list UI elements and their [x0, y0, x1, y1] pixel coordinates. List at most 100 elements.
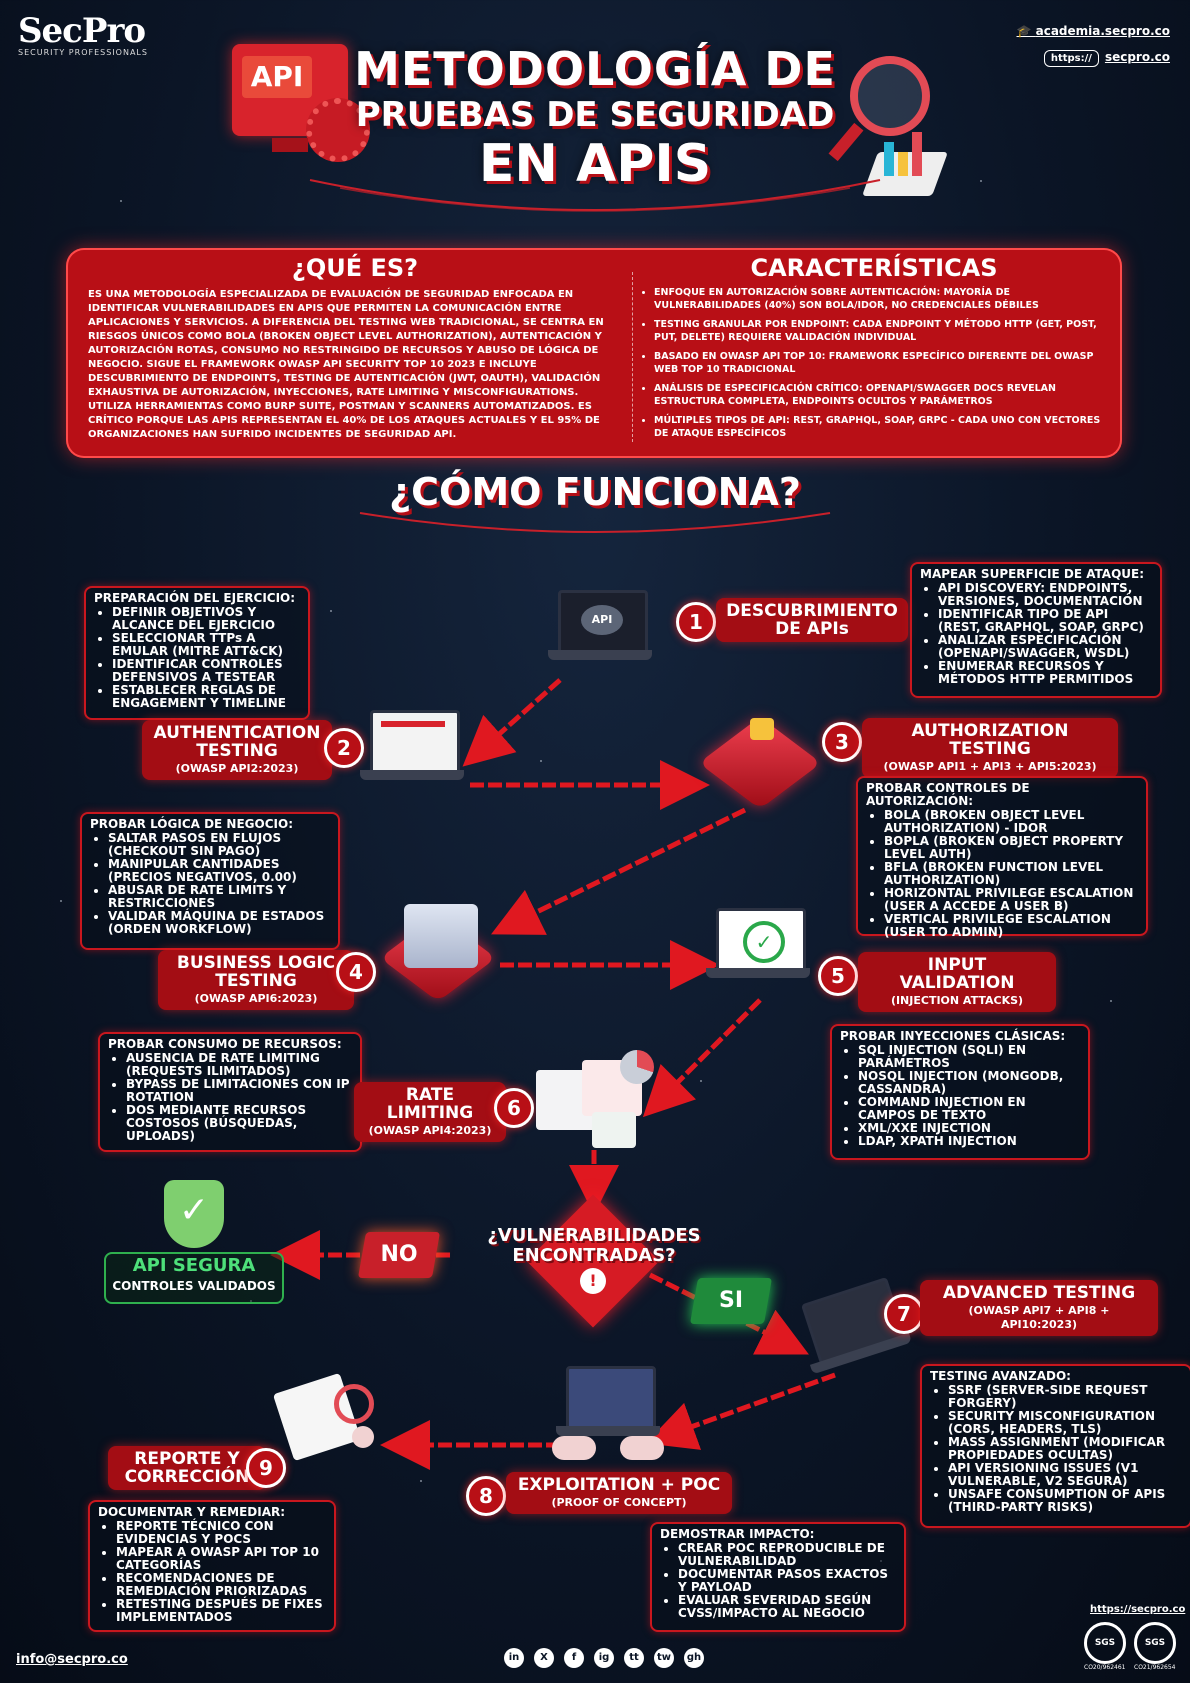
step-7-item: MASS ASSIGNMENT (MODIFICAR PROPIEDADES O…: [948, 1436, 1182, 1462]
facebook-icon[interactable]: f: [564, 1648, 584, 1668]
step-4-sub: (OWASP API6:2023): [194, 992, 318, 1005]
step-3-label: AUTHORIZATION TESTING (OWASP API1 + API3…: [862, 718, 1118, 778]
step-9-item: MAPEAR A OWASP API TOP 10 CATEGORÍAS: [116, 1546, 326, 1572]
title-line-2: PRUEBAS DE SEGURIDAD: [355, 95, 835, 135]
step-3-box: PROBAR CONTROLES DE AUTORIZACIÓN: BOLA (…: [856, 776, 1148, 939]
step-7-item: SECURITY MISCONFIGURATION (CORS, HEADERS…: [948, 1410, 1182, 1436]
step-6-item: BYPASS DE LIMITACIONES CON IP ROTATION: [126, 1078, 352, 1104]
step-6-box: PROBAR CONSUMO DE RECURSOS: AUSENCIA DE …: [98, 1032, 362, 1152]
title-line-1: METODOLOGÍA DE: [354, 42, 836, 96]
title-line-3: EN APIS: [478, 134, 712, 194]
step-number-7: 7: [884, 1294, 924, 1334]
api-secure-box: API SEGURA CONTROLES VALIDADOS: [104, 1252, 284, 1304]
academia-link[interactable]: 🎓 academia.secpro.co: [1016, 24, 1171, 38]
sgs-cert-badge-1: SGS CO20/962461: [1084, 1622, 1126, 1671]
gear-icon: [306, 98, 370, 162]
step-4-item: VALIDAR MÁQUINA DE ESTADOS (ORDEN WORKFL…: [108, 910, 330, 936]
step-8-item: CREAR POC REPRODUCIBLE DE VULNERABILIDAD: [678, 1542, 896, 1568]
que-es-title: ¿QUÉ ES?: [291, 254, 419, 282]
step-8-box-title: DEMOSTRAR IMPACTO:: [660, 1527, 815, 1541]
step-3-title: AUTHORIZATION TESTING: [911, 721, 1069, 759]
magnifier-icon: [334, 1384, 374, 1424]
step-3-item: BOPLA (BROKEN OBJECT PROPERTY LEVEL AUTH…: [884, 835, 1138, 861]
server-icon: [404, 904, 478, 968]
step-number-2: 2: [324, 728, 364, 768]
step-1-box: MAPEAR SUPERFICIE DE ATAQUE: API DISCOVE…: [910, 562, 1162, 698]
twitch-icon[interactable]: tw: [654, 1648, 674, 1668]
report-illustration: [272, 1370, 382, 1462]
tiktok-icon[interactable]: tt: [624, 1648, 644, 1668]
step-5-item: NOSQL INJECTION (MONGODB, CASSANDRA): [858, 1070, 1080, 1096]
social-icons: in X f ig tt tw gh: [504, 1648, 704, 1668]
caracteristica-item: Basado en OWASP API Top 10: framework es…: [654, 350, 1108, 376]
prep-title: PREPARACIÓN DEL EJERCICIO:: [94, 591, 296, 605]
api-monitor-illustration: API: [232, 44, 370, 162]
warning-icon: !: [580, 1268, 606, 1294]
url-box: https://: [1043, 50, 1099, 67]
step-8-label: EXPLOITATION + POC (PROOF OF CONCEPT): [506, 1472, 732, 1514]
step-4-box: PROBAR LÓGICA DE NEGOCIO: SALTAR PASOS E…: [80, 812, 340, 950]
magnifier-chart-illustration: [828, 56, 949, 196]
caracteristica-item: Análisis de especificación crítico: Open…: [654, 382, 1108, 408]
step-5-sub: (INJECTION ATTACKS): [890, 994, 1024, 1007]
magnifier-icon: [850, 56, 930, 136]
step-7-label: ADVANCED TESTING (OWASP API7 + API8 + AP…: [920, 1280, 1158, 1336]
step-6-title: RATE LIMITING: [386, 1085, 474, 1123]
step-3-item: HORIZONTAL PRIVILEGE ESCALATION (USER A …: [884, 887, 1138, 913]
caracteristicas-section: CARACTERÍSTICAS Enfoque en autorización …: [640, 254, 1108, 446]
si-badge: SI: [689, 1278, 773, 1324]
x-icon[interactable]: X: [534, 1648, 554, 1668]
step-3-box-title: PROBAR CONTROLES DE AUTORIZACIÓN:: [866, 781, 1030, 808]
step-4-item: MANIPULAR CANTIDADES (PRECIOS NEGATIVOS,…: [108, 858, 330, 884]
sgs-label: SGS: [1084, 1622, 1126, 1664]
email-link[interactable]: info@secpro.co: [16, 1652, 128, 1667]
step-8-sub: (PROOF OF CONCEPT): [551, 1496, 687, 1509]
step-1-item: ENUMERAR RECURSOS Y MÉTODOS HTTP PERMITI…: [938, 660, 1152, 686]
step-6-box-title: PROBAR CONSUMO DE RECURSOS:: [108, 1037, 342, 1051]
step-number-1: 1: [676, 602, 716, 642]
decision-question: ¿VULNERABILIDADES ENCONTRADAS?: [487, 1225, 701, 1266]
how-it-works-title: ¿CÓMO FUNCIONA?: [389, 470, 801, 514]
step-5-item: XML/XXE INJECTION: [858, 1122, 1080, 1135]
caracteristicas-title: CARACTERÍSTICAS: [750, 254, 998, 282]
step-7-item: API VERSIONING ISSUES (V1 VULNERABLE, V2…: [948, 1462, 1182, 1488]
page-title: METODOLOGÍA DE PRUEBAS DE SEGURIDAD EN A…: [0, 46, 1190, 190]
step-5-title: INPUT VALIDATION: [899, 955, 1015, 993]
step-5-item: COMMAND INJECTION EN CAMPOS DE TEXTO: [858, 1096, 1080, 1122]
que-es-section: ¿QUÉ ES? Es una metodología especializad…: [88, 254, 622, 442]
step-7-item: UNSAFE CONSUMPTION OF APIS (THIRD-PARTY …: [948, 1488, 1182, 1514]
no-badge: NO: [357, 1232, 441, 1278]
logo-text: SecPro: [18, 11, 146, 51]
linkedin-icon[interactable]: in: [504, 1648, 524, 1668]
intro-divider: [632, 272, 634, 442]
api-laptop-illustration: API: [548, 590, 652, 662]
step-7-sub: (OWASP API7 + API8 + API10:2023): [968, 1304, 1110, 1331]
step-3-item: BFLA (BROKEN FUNCTION LEVEL AUTHORIZATIO…: [884, 861, 1138, 887]
caracteristica-item: Testing granular por endpoint: cada endp…: [654, 318, 1108, 344]
step-9-box: DOCUMENTAR Y REMEDIAR: REPORTE TÉCNICO C…: [88, 1500, 336, 1632]
step-7-box: TESTING AVANZADO: SSRF (SERVER-SIDE REQU…: [920, 1364, 1190, 1528]
step-8-item: DOCUMENTAR PASOS EXACTOS Y PAYLOAD: [678, 1568, 896, 1594]
step-1-item: ANALIZAR ESPECIFICACIÓN (OPENAPI/SWAGGER…: [938, 634, 1152, 660]
shield-check-icon: ✓: [164, 1180, 224, 1248]
hands-typing-icon: [548, 1436, 668, 1464]
step-number-8: 8: [466, 1476, 506, 1516]
step-5-box-title: PROBAR INYECCIONES CLÁSICAS:: [840, 1029, 1066, 1043]
footer-site-link[interactable]: https://secpro.co: [1090, 1604, 1186, 1615]
step-8-title: EXPLOITATION + POC: [517, 1475, 721, 1495]
step-1-item: API DISCOVERY: ENDPOINTS, VERSIONES, DOC…: [938, 582, 1152, 608]
instagram-icon[interactable]: ig: [594, 1648, 614, 1668]
step-3-sub: (OWASP API1 + API3 + API5:2023): [883, 760, 1097, 773]
step-1-box-title: MAPEAR SUPERFICIE DE ATAQUE:: [920, 567, 1145, 581]
step-9-title: REPORTE Y CORRECCIÓN: [124, 1449, 250, 1487]
step-4-item: SALTAR PASOS EN FLUJOS (CHECKOUT SIN PAG…: [108, 832, 330, 858]
step-9-label: REPORTE Y CORRECCIÓN: [108, 1446, 266, 1490]
github-icon[interactable]: gh: [684, 1648, 704, 1668]
site-link[interactable]: https://secpro.co: [1017, 50, 1170, 67]
step-1-title: DESCUBRIMIENTO DE APIs: [726, 601, 898, 639]
prep-item: ESTABLECER REGLAS DE ENGAGEMENT Y TIMELI…: [112, 684, 300, 710]
graduation-cap-icon: 🎓: [1016, 24, 1036, 38]
sgs-cert-badge-2: SGS CO21/962654: [1134, 1622, 1176, 1671]
step-number-4: 4: [336, 952, 376, 992]
step-6-item: DOS MEDIANTE RECURSOS COSTOSOS (BÚSQUEDA…: [126, 1104, 352, 1143]
